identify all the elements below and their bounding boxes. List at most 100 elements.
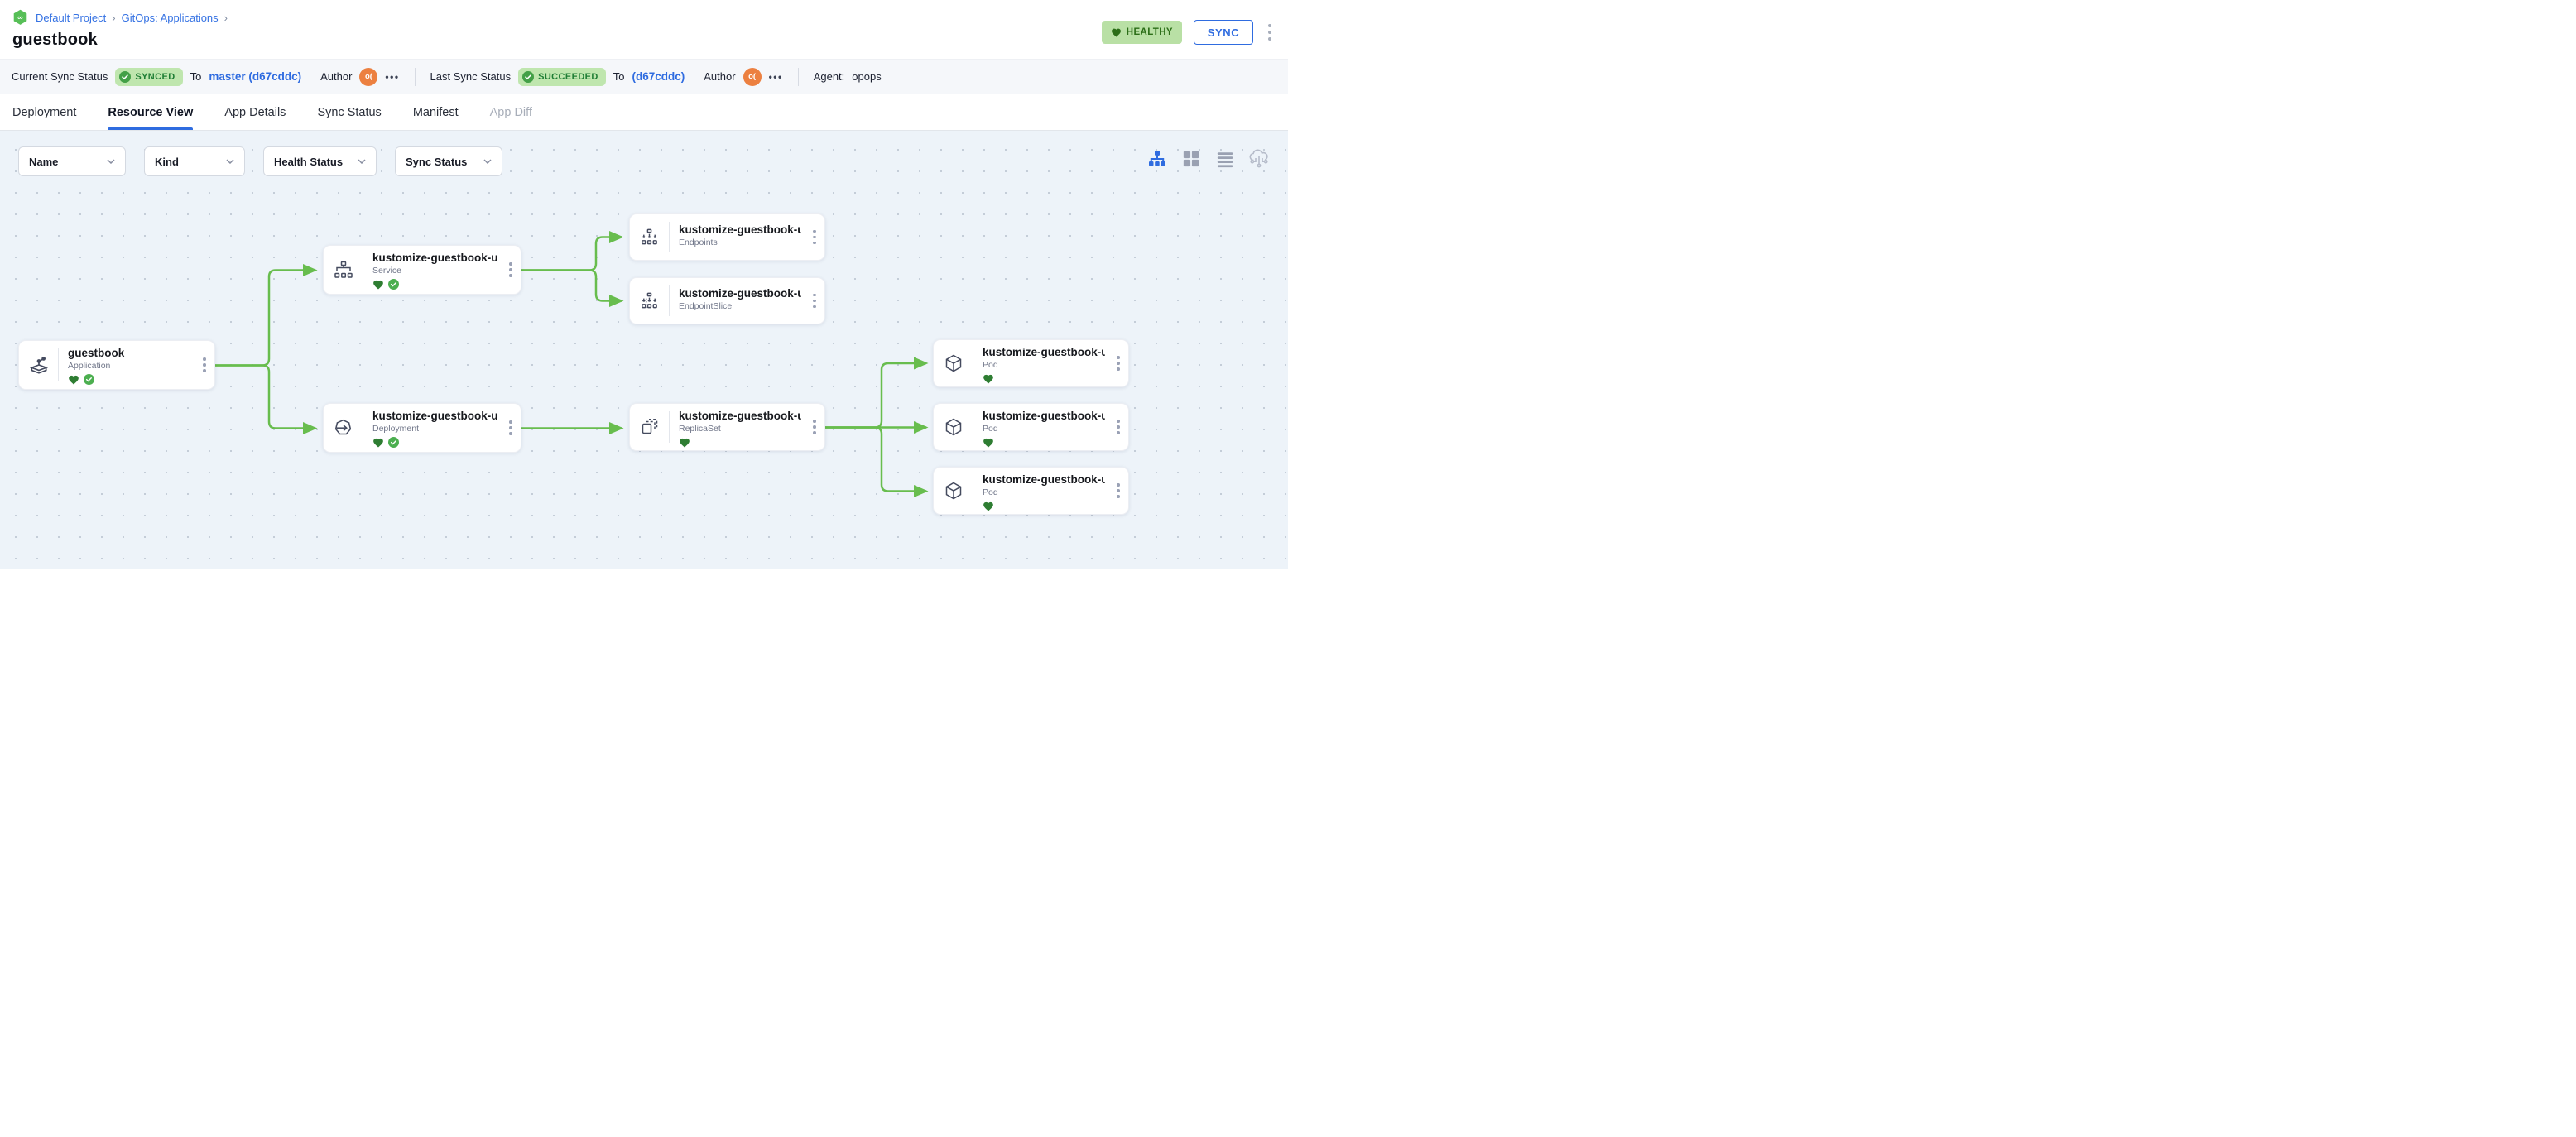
- resource-name: kustomize-guestbook-ui: [372, 252, 497, 264]
- healthy-heart-icon: [983, 438, 993, 448]
- healthy-heart-icon: [983, 374, 993, 384]
- app-header: ∞ Default Project › GitOps: Applications…: [0, 0, 1288, 59]
- node-application-guestbook[interactable]: guestbook Application: [18, 340, 215, 390]
- node-menu-button[interactable]: [501, 404, 521, 452]
- endpointslice-icon: [630, 278, 669, 324]
- divider: [669, 411, 670, 443]
- node-menu-button[interactable]: [501, 246, 521, 294]
- to-label: To: [613, 70, 625, 83]
- tab-app-diff[interactable]: App Diff: [489, 105, 532, 119]
- chevron-down-icon: [226, 159, 234, 164]
- current-sync-target-link[interactable]: master (d67cddc): [209, 70, 302, 83]
- node-menu-button[interactable]: [805, 278, 824, 324]
- resource-kind: Application: [68, 361, 111, 371]
- breadcrumb-project-link[interactable]: Default Project: [36, 12, 107, 24]
- node-menu-button[interactable]: [1108, 340, 1128, 386]
- tree-view-icon[interactable]: [1146, 148, 1168, 170]
- resource-name: kustomize-guestbook-ui-...: [679, 287, 801, 300]
- grid-view-icon[interactable]: [1180, 148, 1202, 170]
- node-endpoints[interactable]: kustomize-guestbook-ui Endpoints: [629, 213, 825, 261]
- healthy-heart-icon: [373, 280, 383, 290]
- author-avatar: o(: [359, 67, 378, 86]
- node-replicaset[interactable]: kustomize-guestbook-ui-... ReplicaSet: [629, 403, 825, 451]
- node-deployment[interactable]: kustomize-guestbook-ui Deployment: [323, 403, 521, 453]
- chevron-down-icon: [358, 159, 366, 164]
- health-status-filter-dropdown[interactable]: Health Status: [263, 146, 377, 176]
- list-view-icon[interactable]: [1214, 148, 1236, 170]
- breadcrumb-section-link[interactable]: GitOps: Applications: [121, 12, 219, 24]
- breadcrumb-separator: ›: [223, 12, 228, 24]
- node-pod-2[interactable]: kustomize-guestbook-ui-... Pod: [933, 403, 1129, 451]
- health-status-filter-label: Health Status: [274, 155, 344, 168]
- agent-label: Agent:: [813, 70, 845, 83]
- tab-sync-status[interactable]: Sync Status: [317, 105, 382, 119]
- resource-kind: Pod: [983, 424, 998, 434]
- resource-kind: EndpointSlice: [679, 301, 733, 311]
- resource-name: kustomize-guestbook-ui-...: [679, 410, 801, 422]
- resource-name: kustomize-guestbook-ui: [679, 223, 801, 236]
- healthy-heart-icon: [373, 438, 383, 448]
- commit-details-button[interactable]: •••: [768, 70, 783, 83]
- kind-filter-dropdown[interactable]: Kind: [144, 146, 245, 176]
- check-circle-icon: [522, 70, 535, 83]
- pod-icon: [934, 468, 973, 514]
- tab-app-details[interactable]: App Details: [224, 105, 286, 119]
- health-badge-label: HEALTHY: [1126, 27, 1173, 37]
- last-sync-target-link[interactable]: (d67cddc): [632, 70, 685, 83]
- name-filter-label: Name: [29, 155, 59, 168]
- replicaset-icon: [630, 404, 669, 450]
- resource-name: kustomize-guestbook-ui-...: [983, 473, 1105, 486]
- node-menu-button[interactable]: [1108, 468, 1128, 514]
- resource-kind: ReplicaSet: [679, 424, 721, 434]
- node-pod-3[interactable]: kustomize-guestbook-ui-... Pod: [933, 467, 1129, 515]
- author-label: Author: [704, 70, 736, 83]
- sync-button[interactable]: SYNC: [1194, 20, 1253, 45]
- filter-bar: Name Kind Health Status Sync Status: [18, 146, 502, 176]
- author-avatar: o(: [743, 67, 762, 86]
- commit-details-button[interactable]: •••: [385, 70, 400, 83]
- succeeded-badge-label: SUCCEEDED: [538, 71, 598, 82]
- divider: [669, 285, 670, 316]
- node-menu-button[interactable]: [805, 214, 824, 260]
- node-endpointslice[interactable]: kustomize-guestbook-ui-... EndpointSlice: [629, 277, 825, 324]
- endpoints-icon: [630, 214, 669, 260]
- healthy-heart-icon: [69, 375, 79, 385]
- tab-deployment[interactable]: Deployment: [12, 105, 77, 119]
- resource-kind: Pod: [983, 360, 998, 370]
- tab-resource-view[interactable]: Resource View: [108, 94, 193, 130]
- author-label: Author: [320, 70, 353, 83]
- chevron-down-icon: [483, 159, 492, 164]
- cloud-view-icon[interactable]: [1248, 148, 1270, 170]
- resource-kind: Deployment: [372, 424, 420, 434]
- heart-icon: [1111, 28, 1121, 37]
- agent-value: opops: [852, 70, 882, 83]
- resource-kind: Service: [372, 266, 402, 276]
- healthy-heart-icon: [680, 438, 690, 448]
- node-menu-button[interactable]: [1108, 404, 1128, 450]
- resource-kind: Endpoints: [679, 237, 718, 247]
- node-pod-1[interactable]: kustomize-guestbook-ui-... Pod: [933, 339, 1129, 387]
- sync-status-filter-dropdown[interactable]: Sync Status: [395, 146, 502, 176]
- health-status-badge: HEALTHY: [1101, 21, 1182, 44]
- synced-check-icon: [84, 373, 94, 385]
- check-circle-icon: [119, 70, 132, 83]
- breadcrumb: ∞ Default Project › GitOps: Applications…: [12, 9, 1275, 26]
- resource-name: kustomize-guestbook-ui-...: [983, 346, 1105, 358]
- sync-status-filter-label: Sync Status: [406, 155, 468, 168]
- resource-name: kustomize-guestbook-ui-...: [983, 410, 1105, 422]
- succeeded-badge: SUCCEEDED: [518, 67, 606, 86]
- node-menu-button[interactable]: [195, 341, 214, 389]
- current-sync-status-label: Current Sync Status: [12, 70, 108, 83]
- tab-manifest[interactable]: Manifest: [412, 105, 459, 119]
- node-menu-button[interactable]: [805, 404, 824, 450]
- resource-name: kustomize-guestbook-ui: [372, 410, 497, 422]
- resource-tree-canvas: Name Kind Health Status Sync Status: [0, 131, 1288, 568]
- resource-kind: Pod: [983, 487, 998, 497]
- divider: [58, 348, 59, 381]
- app-menu-button[interactable]: [1265, 22, 1275, 42]
- name-filter-dropdown[interactable]: Name: [18, 146, 126, 176]
- to-label: To: [190, 70, 202, 83]
- kind-filter-label: Kind: [155, 155, 179, 168]
- node-service[interactable]: kustomize-guestbook-ui Service: [323, 245, 521, 295]
- page-title: guestbook: [12, 31, 98, 49]
